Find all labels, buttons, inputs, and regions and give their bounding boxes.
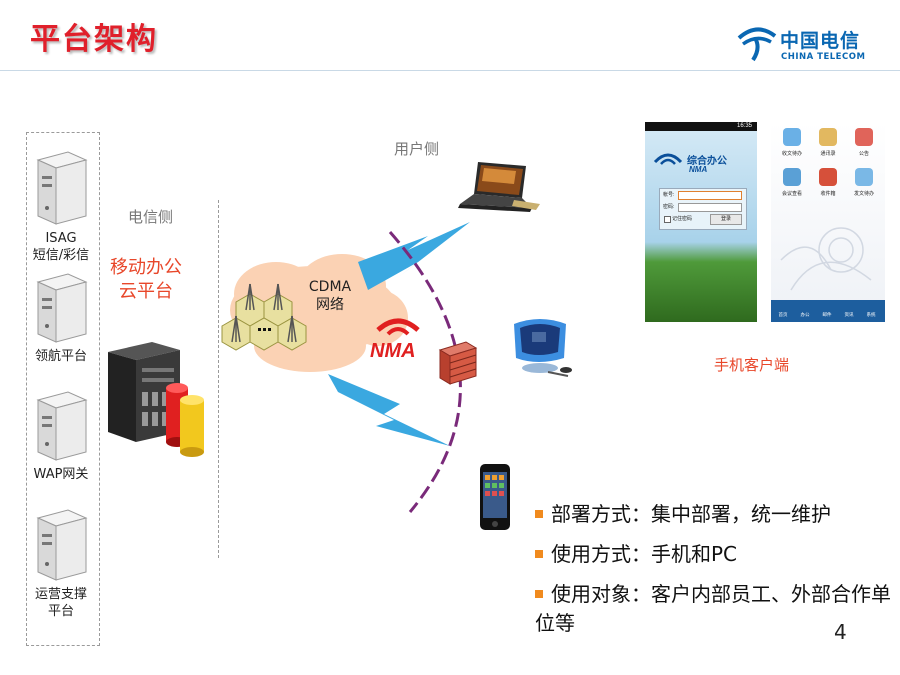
wireless-link-icon — [328, 374, 450, 446]
app-tile-icon — [855, 128, 873, 146]
server-icon — [36, 273, 88, 343]
app-tile-icon — [819, 128, 837, 146]
remember-checkbox[interactable] — [664, 216, 671, 223]
bullet-square-icon — [535, 509, 543, 518]
menu-item[interactable]: 收文待办 — [777, 128, 807, 162]
menu-item[interactable]: 公告 — [849, 128, 879, 162]
login-form: 帐号: 密码: 记住密码 登录 — [659, 188, 747, 230]
menu-item-label: 收文待办 — [781, 151, 802, 157]
account-input[interactable] — [678, 191, 742, 200]
server-icon — [36, 391, 88, 461]
bullet-square-icon — [535, 589, 543, 598]
side-divider — [218, 200, 219, 558]
bullet-square-icon — [535, 549, 543, 558]
status-bar — [645, 122, 757, 131]
server-label: 运营支撑 平台 — [34, 587, 87, 619]
bullet-deployment: 部署方式：集中部署，统一维护 — [535, 500, 895, 529]
wireless-link-icon — [358, 222, 470, 290]
china-telecom-logo — [735, 24, 885, 68]
tab-item[interactable]: 办公 — [800, 312, 810, 317]
datacenter-server-icon — [108, 342, 180, 442]
app-tile-icon — [819, 168, 837, 186]
floral-pattern — [780, 227, 872, 291]
server-isag: ISAG 短信/彩信 — [16, 150, 106, 264]
login-button[interactable]: 登录 — [710, 214, 742, 225]
bottom-tab-bar: 首页 办公 邮件 资讯 系统 — [771, 300, 885, 322]
cdma-network-label: CDMA 网络 — [308, 279, 352, 313]
app-name: 综合办公 — [687, 156, 727, 167]
nma-logo-icon — [376, 318, 420, 336]
menu-item-label: 通讯录 — [820, 151, 836, 157]
telecom-swirl-icon — [737, 27, 777, 62]
menu-item[interactable]: 通讯录 — [813, 128, 843, 162]
telecom-side-label: 电信侧 — [128, 208, 174, 226]
bullet-text: 部署方式：集中部署，统一维护 — [551, 502, 831, 526]
password-input[interactable] — [678, 203, 742, 212]
firewall-icon — [438, 341, 478, 385]
server-linghang: 领航平台 — [16, 272, 106, 365]
smartphone-icon — [480, 464, 510, 530]
server-wap: WAP网关 — [16, 390, 106, 483]
menu-item-label: 公告 — [858, 151, 869, 157]
phone-menu-screenshot: 收文待办 通讯录 公告 会议查看 收件箱 发文待办 首页 办公 邮件 资讯 系统 — [771, 122, 885, 322]
brand-name-en: CHINA TELECOM — [781, 52, 866, 62]
nma-logo-text: NMA — [370, 340, 416, 362]
database-cylinders-icon — [166, 383, 204, 457]
menu-item-label: 发文待办 — [853, 191, 874, 197]
server-icon — [36, 509, 88, 581]
laptop-icon — [458, 162, 540, 212]
header-divider — [0, 70, 900, 71]
user-side-label: 用户侧 — [394, 140, 440, 158]
mobile-client-label: 手机客户端 — [714, 356, 790, 374]
tab-item[interactable]: 首页 — [778, 312, 788, 317]
page-title: 平台架构 — [30, 22, 158, 57]
server-label: WAP网关 — [33, 467, 89, 482]
bullet-usage: 使用方式：手机和PC — [535, 540, 895, 569]
cloud-platform-label: 移动办公 云平台 — [110, 257, 182, 302]
menu-item-label: 收件箱 — [820, 191, 836, 197]
bullet-text: 使用方式：手机和PC — [551, 542, 738, 566]
phone-login-screenshot: 16:35 综合办公 NMA 帐号: 密码: 记住密码 登录 — [645, 122, 757, 322]
app-tile-icon — [855, 168, 873, 186]
password-label: 密码: — [663, 204, 675, 210]
cell-tower-grid-icon — [221, 283, 307, 351]
tab-item[interactable]: 系统 — [866, 312, 876, 317]
nma-logo-icon — [653, 153, 683, 165]
server-label: ISAG 短信/彩信 — [32, 231, 90, 263]
server-panel — [26, 132, 100, 646]
server-operation: 运营支撑 平台 — [16, 508, 106, 620]
brand-name-cn: 中国电信 — [780, 30, 861, 52]
page-number: 4 — [834, 620, 847, 644]
app-subname: NMA — [689, 165, 708, 174]
remember-label: 记住密码 — [672, 216, 693, 222]
menu-item[interactable]: 收件箱 — [813, 168, 843, 202]
tab-item[interactable]: 邮件 — [822, 312, 832, 317]
account-label: 帐号: — [663, 192, 675, 198]
server-icon — [36, 151, 88, 225]
menu-item[interactable]: 会议查看 — [777, 168, 807, 202]
status-time: 16:35 — [737, 123, 753, 129]
desktop-pc-icon — [514, 319, 572, 377]
bullet-text: 使用对象：客户内部员工、外部合作单位等 — [535, 582, 891, 635]
server-label: 领航平台 — [34, 349, 87, 364]
app-tile-icon — [783, 128, 801, 146]
menu-item-label: 会议查看 — [781, 191, 802, 197]
app-tile-icon — [783, 168, 801, 186]
tab-item[interactable]: 资讯 — [844, 312, 854, 317]
bullet-audience: 使用对象：客户内部员工、外部合作单位等 — [535, 580, 895, 638]
menu-item[interactable]: 发文待办 — [849, 168, 879, 202]
